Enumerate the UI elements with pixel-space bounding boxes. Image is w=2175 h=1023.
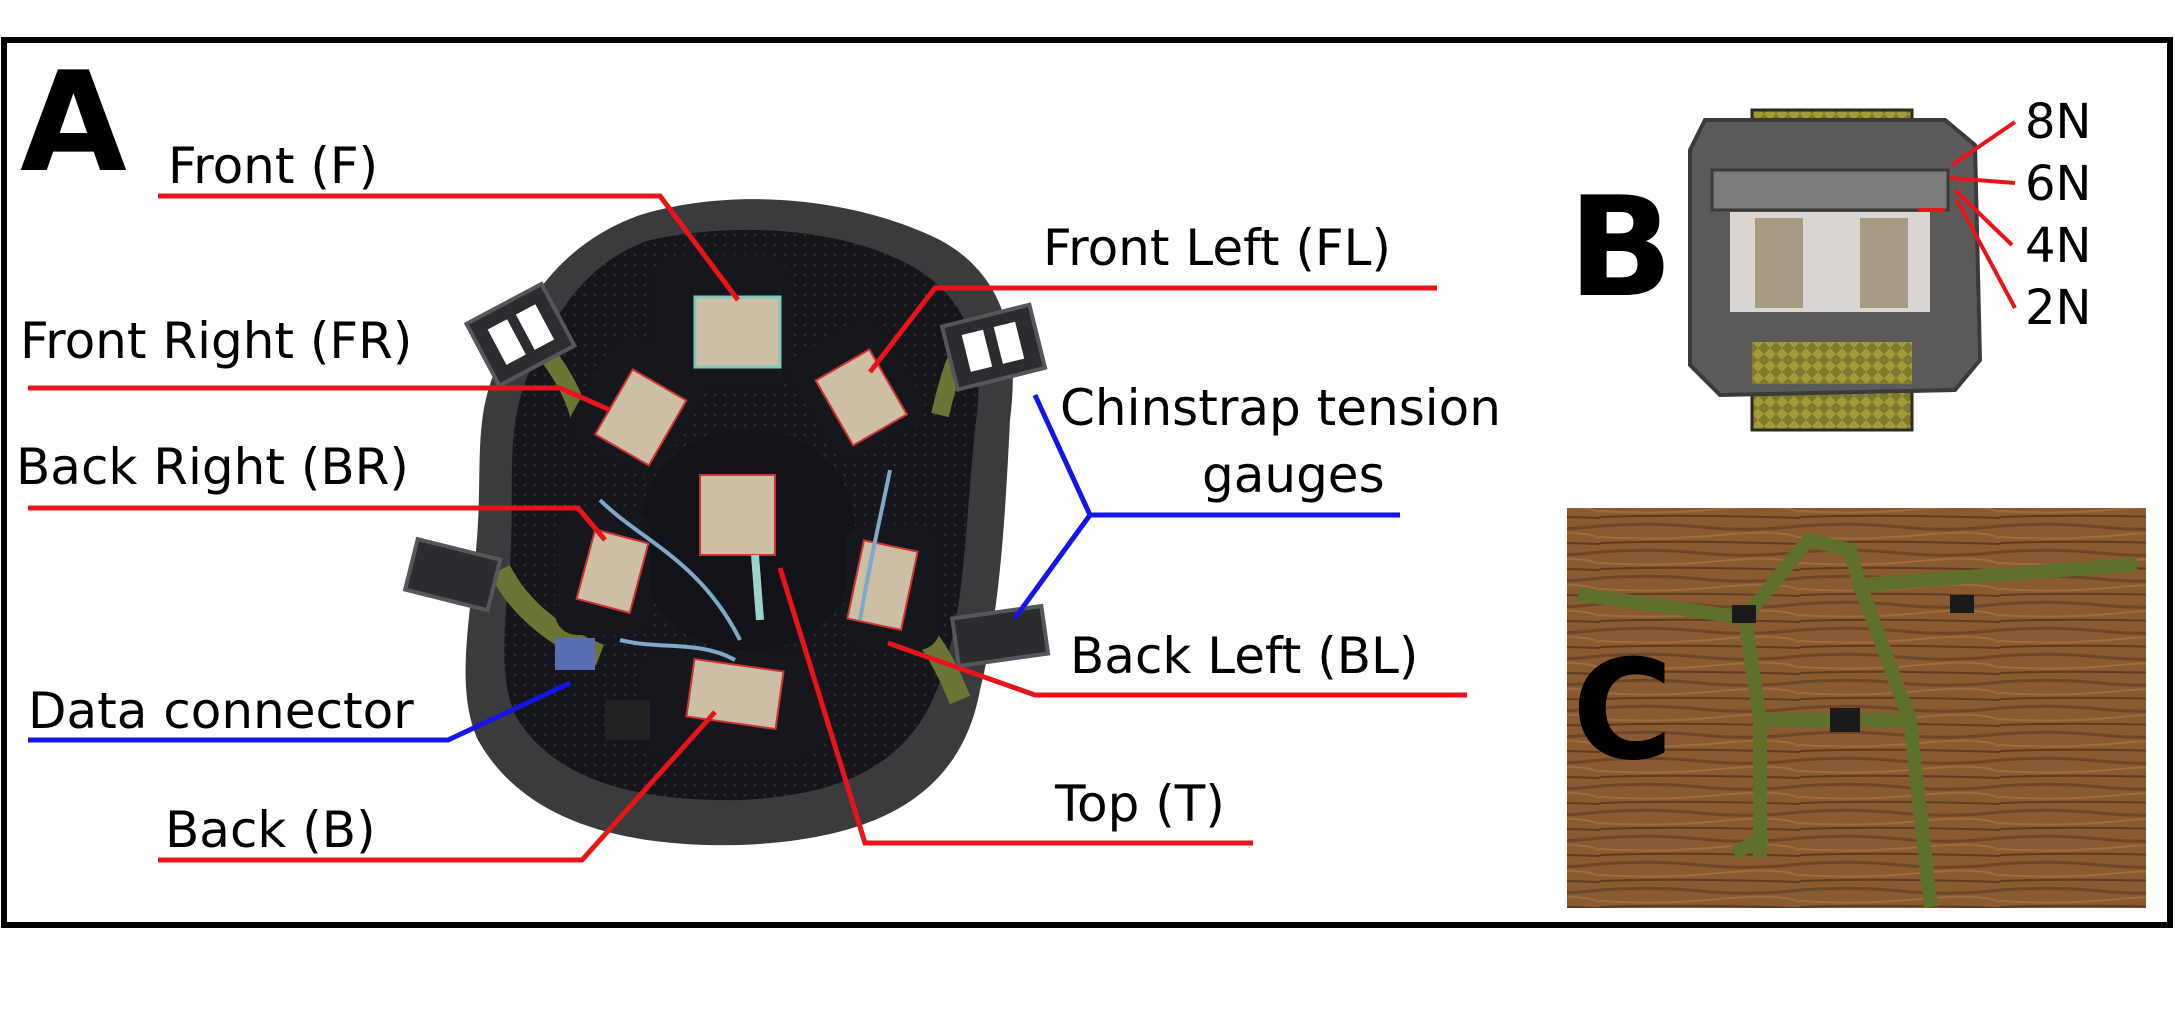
gauge-tick-lines <box>1918 120 2017 309</box>
wire-bundle <box>598 469 892 662</box>
gauge-tick-6n <box>1949 176 2016 185</box>
sensor-back <box>685 657 785 731</box>
leader-chinstrap-upper <box>1032 393 1093 517</box>
sensor-front <box>693 295 782 369</box>
panel-label-c: C <box>1572 630 1673 791</box>
leader-back-left <box>887 640 1467 698</box>
gauge-crossbar <box>1710 168 1950 212</box>
helmet-photo <box>402 199 1051 846</box>
gauge-mark-2n: 2N <box>2025 280 2091 336</box>
leader-front-left <box>868 285 1437 374</box>
label-top: Top (T) <box>1054 775 1225 833</box>
sensor-back-left <box>846 539 919 632</box>
leader-front <box>158 193 740 302</box>
harness-keeper-left <box>1732 605 1756 623</box>
gauge-tick-4n <box>1953 188 2014 247</box>
gauge-mark-6n: 6N <box>2025 156 2091 212</box>
label-back: Back (B) <box>165 801 376 859</box>
gauge-spring-left <box>1755 218 1803 308</box>
leader-lines <box>28 193 1467 863</box>
harness-keeper-right <box>1950 595 1974 613</box>
label-chinstrap-line1: Chinstrap tension <box>1060 379 1501 437</box>
data-connector-header <box>605 700 650 740</box>
buckle-back-left <box>949 603 1051 669</box>
panel-label-b: B <box>1568 167 1673 328</box>
buckle-front-right <box>463 281 578 389</box>
buckle-front-left <box>939 302 1048 393</box>
figure-frame <box>1 37 2173 928</box>
gauge-bottom-bar <box>1720 312 1942 342</box>
harness-buckle <box>1830 708 1860 732</box>
tension-gauge-photo <box>1688 108 1983 432</box>
leader-front-right <box>28 385 612 413</box>
leader-chinstrap-lower <box>1012 513 1093 620</box>
label-front: Front (F) <box>168 137 378 195</box>
buckle-back-right <box>402 536 503 613</box>
label-back-right: Back Right (BR) <box>16 438 409 496</box>
gauge-tick-8n <box>1950 120 2017 167</box>
leader-back <box>158 710 717 863</box>
label-data-connector: Data connector <box>28 682 414 740</box>
gauge-tick-2n <box>1955 199 2017 309</box>
panel-label-a: A <box>20 42 127 203</box>
gauge-mark-4n: 4N <box>2025 218 2091 274</box>
label-chinstrap-line2: gauges <box>1202 446 1385 504</box>
sensor-front-left <box>814 348 909 447</box>
leader-data-connector <box>28 680 572 743</box>
data-connector-plug <box>555 638 595 670</box>
label-front-left: Front Left (FL) <box>1043 219 1391 277</box>
harness-webbing <box>1577 532 2138 908</box>
gauge-spring-right <box>1860 218 1908 308</box>
label-front-right: Front Right (FR) <box>20 312 412 370</box>
gauge-mark-8n: 8N <box>2025 94 2091 150</box>
label-back-left: Back Left (BL) <box>1070 627 1418 685</box>
chinstrap-photo <box>1567 508 2146 908</box>
leader-back-right <box>28 505 607 542</box>
sensor-top <box>699 474 776 556</box>
sensor-front-right <box>593 368 688 467</box>
leader-top <box>777 567 1253 846</box>
sensor-back-right <box>575 528 650 615</box>
gauge-strap-inner <box>1752 342 1912 384</box>
top-sensor-lead <box>751 554 764 621</box>
